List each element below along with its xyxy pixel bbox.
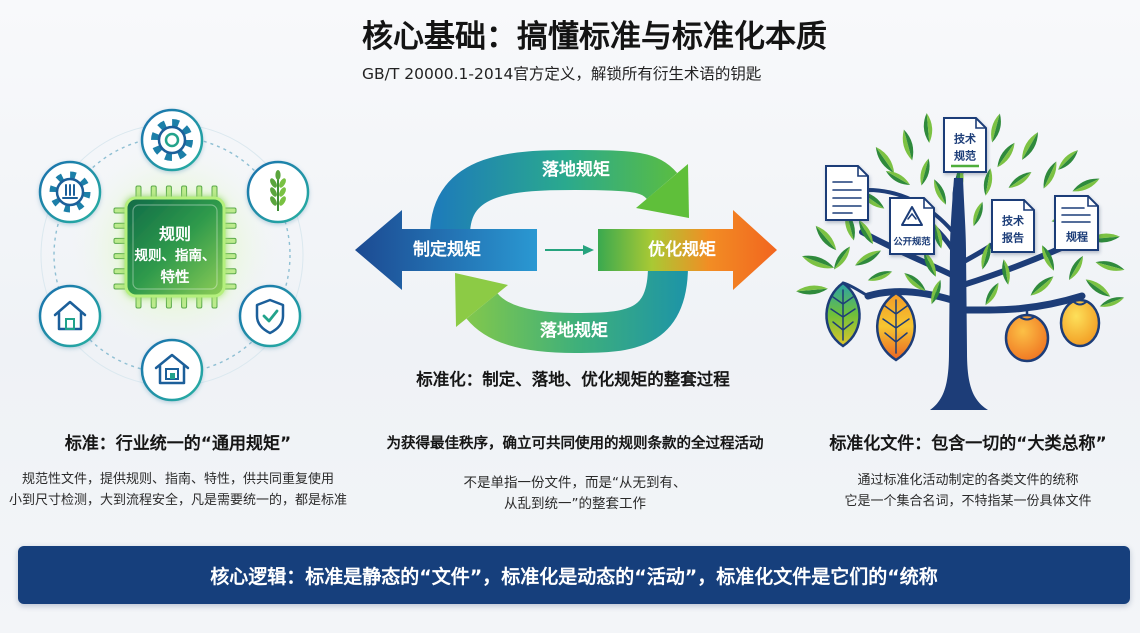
leaf-icon — [815, 225, 837, 251]
leaf-icon — [867, 271, 893, 281]
leaf-icon — [802, 255, 834, 269]
leaf-icon — [855, 250, 881, 266]
cycle-label-right: 优化规矩 — [648, 239, 716, 260]
technical-report-label-1: 技术 — [1002, 214, 1024, 228]
house-window-icon — [140, 338, 204, 402]
tree-leaves — [796, 113, 1125, 307]
cycle-arrow-right: 优化规矩 — [598, 210, 777, 290]
chip-icon: 规则 规则、指南、 特性 — [113, 185, 237, 309]
leaf-icon — [904, 273, 926, 291]
cycle-arrow-left: 制定规矩 — [355, 210, 537, 290]
leaf-icon — [973, 201, 983, 227]
standard-text-block: 标准：行业统一的“通用规矩” 规范性文件，提供规则、指南、特性，供共同重复使用 … — [8, 433, 348, 511]
triangle-logo-icon — [901, 206, 923, 226]
leaf-icon — [1072, 178, 1100, 192]
leaf-icon — [833, 246, 851, 270]
standardization-heading: 为获得最佳秩序，确立可共同使用的规则条款的全过程活动 — [386, 436, 764, 452]
fruit-icon — [825, 281, 861, 348]
technical-specification-doc: 技术 规范 — [943, 117, 987, 173]
standardization-body-line-2: 从乱到统一”的整套工作 — [504, 496, 646, 512]
leaf-icon — [933, 223, 943, 249]
leaf-icon — [1022, 132, 1038, 160]
standard-diagram: 规则 规则、指南、 特性 — [38, 108, 310, 402]
cycle-label-left: 制定规矩 — [413, 239, 481, 260]
standard-heading: 标准：行业统一的“通用规矩” — [64, 434, 292, 454]
cycle-label-top: 落地规矩 — [542, 159, 610, 180]
standardization-body-line-1: 不是单指一份文件，而是“从无到有、 — [463, 475, 687, 491]
fruit-icon — [1059, 294, 1101, 348]
leaf-icon — [1042, 245, 1054, 271]
technical-report-label-2: 报告 — [1002, 231, 1024, 245]
fruit-icon — [876, 289, 916, 362]
leaf-icon — [923, 113, 933, 143]
leaf-icon — [934, 179, 946, 205]
core-logic-banner: 核心逻辑：标准是静态的“文件”，标准化是动态的“活动”，标准化文件是它们的“统称 — [18, 546, 1130, 604]
connector-arrow — [545, 245, 594, 255]
cycle-arrow-top: 落地规矩 — [430, 149, 689, 237]
leaf-icon — [1099, 297, 1125, 307]
leaf-icon — [1069, 255, 1083, 281]
chip-label-title: 规则 — [159, 225, 191, 244]
gauge-gear-icon — [38, 160, 102, 224]
leaf-icon — [859, 219, 873, 245]
house-icon — [38, 284, 102, 348]
procedure-doc: 规程 — [1054, 195, 1099, 251]
standard-body-line-2: 小到尺寸检测，大到流程安全，凡是需要统一的，都是标准 — [8, 493, 347, 508]
leaf-icon — [981, 242, 991, 270]
document-icon — [825, 165, 869, 221]
cycle-arrow-bottom: 落地规矩 — [455, 265, 688, 354]
standard-body-line-1: 规范性文件，提供规则、指南、特性，供共同重复使用 — [21, 472, 334, 487]
technical-specification-label-1: 技术 — [954, 132, 976, 146]
page-subtitle: GB/T 20000.1-2014官方定义，解锁所有衍生术语的钥匙 — [362, 65, 762, 83]
leaf-icon — [991, 113, 1001, 143]
page-title: 核心基础：搞懂标准与标准化本质 — [362, 19, 827, 55]
leaf-icon — [885, 171, 911, 185]
chip-pins — [113, 185, 237, 309]
technical-specification-label-2: 规范 — [954, 149, 976, 163]
chip-label-trait: 特性 — [161, 268, 190, 286]
documents-text-block: 标准化文件：包含一切的“大类总称” 通过标准化活动制定的各类文件的统称 它是一个… — [810, 433, 1126, 512]
tree-trunk — [930, 178, 988, 410]
leaf-icon — [1030, 276, 1054, 296]
shield-check-icon — [238, 284, 302, 348]
chip-label-items: 规则、指南、 — [135, 247, 216, 264]
gear-icon — [140, 108, 204, 172]
chip-body — [124, 196, 226, 298]
standardization-caption: 标准化：制定、落地、优化规矩的整套过程 — [416, 370, 730, 389]
leaf-icon — [997, 142, 1015, 168]
technical-report-doc: 技术 报告 — [991, 199, 1035, 253]
standardization-text-block: 为获得最佳秩序，确立可共同使用的规则条款的全过程活动 不是单指一份文件，而是“从… — [375, 434, 775, 515]
leaf-icon — [1085, 279, 1111, 297]
documents-body-line-2: 它是一个集合名词，不特指某一份具体文件 — [844, 494, 1092, 509]
leaf-icon — [983, 168, 993, 196]
public-specification-label: 公开规范 — [893, 236, 931, 248]
leaf-icon — [1002, 259, 1010, 285]
leaf-icon — [1058, 150, 1078, 170]
leaf-icon — [1043, 161, 1057, 189]
tree-icon: 技术 规范 公开规范 技术 报告 规程 — [796, 113, 1125, 410]
procedure-label: 规程 — [1066, 230, 1088, 244]
standardization-cycle: 落地规矩 落地规矩 制定规矩 优化规矩 — [355, 149, 777, 354]
leaf-icon — [1008, 171, 1032, 189]
cycle-label-bottom: 落地规矩 — [540, 320, 608, 341]
leaf-icon — [931, 279, 941, 305]
leaf-icon — [985, 282, 999, 306]
leaf-icon — [924, 251, 936, 277]
leaf-icon — [902, 129, 914, 161]
chip-inner-border — [132, 204, 218, 290]
public-specification-doc: 公开规范 — [889, 197, 935, 255]
documents-heading: 标准化文件：包含一切的“大类总称” — [829, 434, 1107, 454]
leaf-icon — [875, 146, 895, 174]
fruit-icon — [1004, 307, 1050, 363]
documents-body-line-1: 通过标准化活动制定的各类文件的统称 — [857, 473, 1079, 488]
leaf-icon — [1095, 261, 1125, 271]
leaf-icon — [796, 285, 828, 295]
core-logic-text: 核心逻辑：标准是静态的“文件”，标准化是动态的“活动”，标准化文件是它们的“统称 — [210, 565, 938, 588]
wheat-icon — [246, 160, 310, 224]
leaf-icon — [920, 158, 930, 186]
